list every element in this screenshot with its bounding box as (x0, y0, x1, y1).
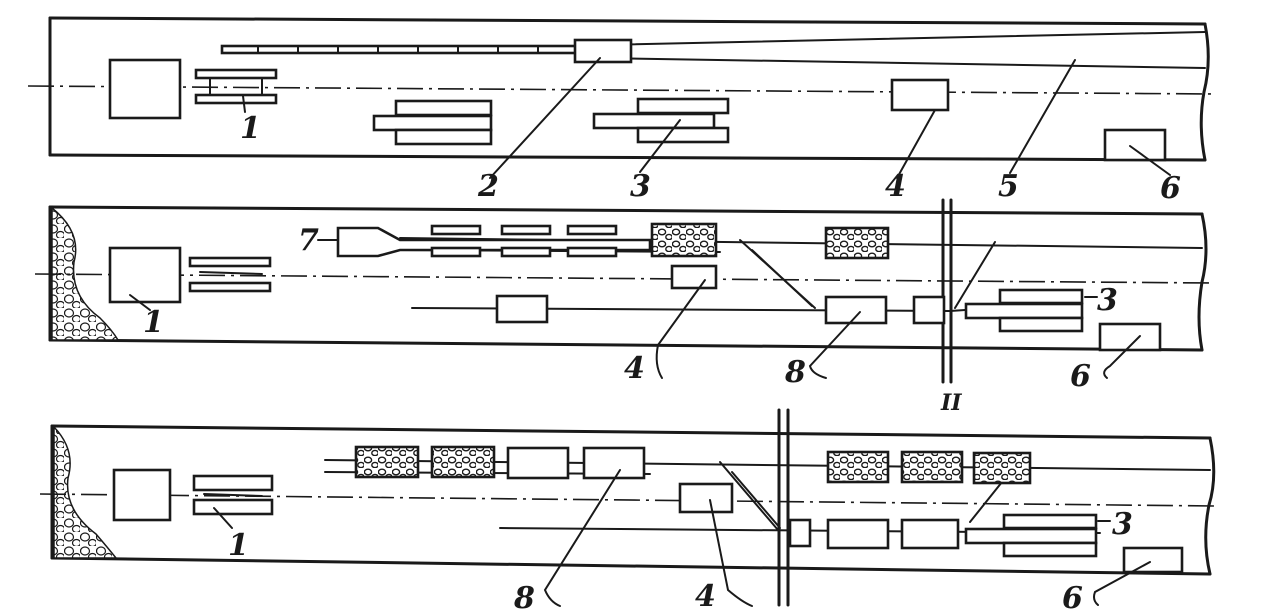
rock-face (51, 206, 120, 341)
material-stack-a (372, 99, 493, 146)
label-3: 3 (630, 169, 651, 204)
label-3: 3 (1097, 283, 1118, 318)
label-1: 1 (240, 111, 261, 146)
chamber-6 (1122, 546, 1184, 574)
switch-1b (731, 471, 781, 529)
label-2: 2 (477, 169, 499, 204)
label-3: 3 (1112, 507, 1133, 542)
leader-1 (242, 95, 246, 113)
heading-machine (108, 246, 182, 304)
label-4: 4 (885, 169, 906, 204)
drift-break-right (1199, 22, 1210, 162)
leader-8 (808, 311, 861, 379)
car-4 (890, 78, 950, 112)
transfer-conveyor-lower (194, 93, 278, 105)
leader-1 (213, 507, 233, 529)
label-1: 1 (143, 305, 164, 340)
car-4 (678, 482, 734, 514)
leader-6 (1129, 145, 1171, 176)
locomotive-8 (824, 295, 888, 325)
leader-8 (543, 469, 621, 607)
locomotive-b (900, 518, 960, 550)
material-stack (964, 288, 1084, 333)
transfer-conveyor-lower (192, 498, 274, 516)
track-5-lower (599, 57, 1206, 69)
transfer-conveyor (192, 474, 274, 492)
track-5-upper (599, 31, 1206, 46)
panel-2: II 7 1 3 4 (34, 198, 1213, 416)
locomotive-a (826, 518, 890, 550)
leader-4 (655, 279, 706, 379)
leader-4 (896, 109, 936, 179)
car-a-low (430, 246, 482, 258)
label-6: 6 (1160, 171, 1181, 206)
transfer-conveyor (188, 256, 272, 268)
label-6: 6 (1062, 581, 1083, 614)
centerline (39, 493, 1216, 507)
empty-car-a (506, 446, 570, 480)
leader-3 (639, 119, 681, 173)
leader-1 (129, 294, 151, 311)
label-8: 8 (513, 581, 535, 614)
label-8: 8 (784, 355, 806, 390)
material-stack (964, 513, 1098, 558)
chamber-6 (1103, 128, 1167, 162)
break-label: II (940, 390, 962, 416)
label-4: 4 (695, 579, 716, 614)
centerline (27, 85, 1216, 95)
loaded-car-d (900, 450, 964, 484)
loaded-car-c (826, 450, 890, 484)
rock-face (53, 425, 118, 559)
car-b (500, 224, 552, 236)
switch-1b (751, 249, 813, 307)
drift-wall-bottom (50, 556, 1212, 576)
leader-2 (489, 57, 601, 179)
panel-3: 1 3 8 4 6 (39, 408, 1216, 614)
material-stack-b (592, 97, 730, 144)
loaded-car-2 (824, 226, 890, 260)
car-a (430, 224, 482, 236)
leader-4 (709, 499, 753, 607)
loaded-car-a (354, 445, 420, 479)
label-7: 7 (298, 223, 319, 258)
belt-conveyor (220, 44, 624, 55)
loader-head (573, 38, 633, 64)
coupler-car (788, 518, 812, 548)
panel-1: 1 2 3 4 5 6 (27, 16, 1216, 206)
empty-car (495, 294, 549, 324)
car-4 (670, 264, 718, 290)
heading-machine (108, 58, 182, 120)
drift-break-right (1197, 212, 1208, 352)
loaded-car (650, 222, 718, 258)
centerline (34, 273, 1213, 284)
drift-wall-top (48, 205, 1204, 216)
car-c (566, 224, 618, 236)
loaded-car-b (430, 445, 496, 479)
loaded-car-e (972, 451, 1032, 485)
label-1: 1 (228, 528, 249, 563)
leader-5 (1009, 59, 1076, 174)
drift-wall-top (48, 16, 1207, 26)
leader-6 (1103, 335, 1141, 379)
car-b-low (500, 246, 552, 258)
drift-wall-bottom (48, 153, 1207, 162)
drift-wall-bottom (48, 338, 1204, 352)
label-4: 4 (624, 351, 645, 386)
belt-segments (257, 45, 539, 54)
drift-break-right (1204, 436, 1216, 576)
heading-machine (112, 468, 172, 522)
coupler-car (912, 295, 946, 325)
leader-6 (1093, 561, 1151, 606)
switch-1 (719, 461, 779, 531)
transfer-conveyor (194, 68, 278, 80)
drift-wall-top (50, 424, 1212, 440)
empty-car-b (582, 446, 646, 480)
label-6: 6 (1070, 359, 1091, 394)
car-c-low (566, 246, 618, 258)
transfer-conveyor-lower (188, 281, 272, 293)
switch-2 (954, 241, 996, 309)
label-5: 5 (998, 169, 1019, 204)
